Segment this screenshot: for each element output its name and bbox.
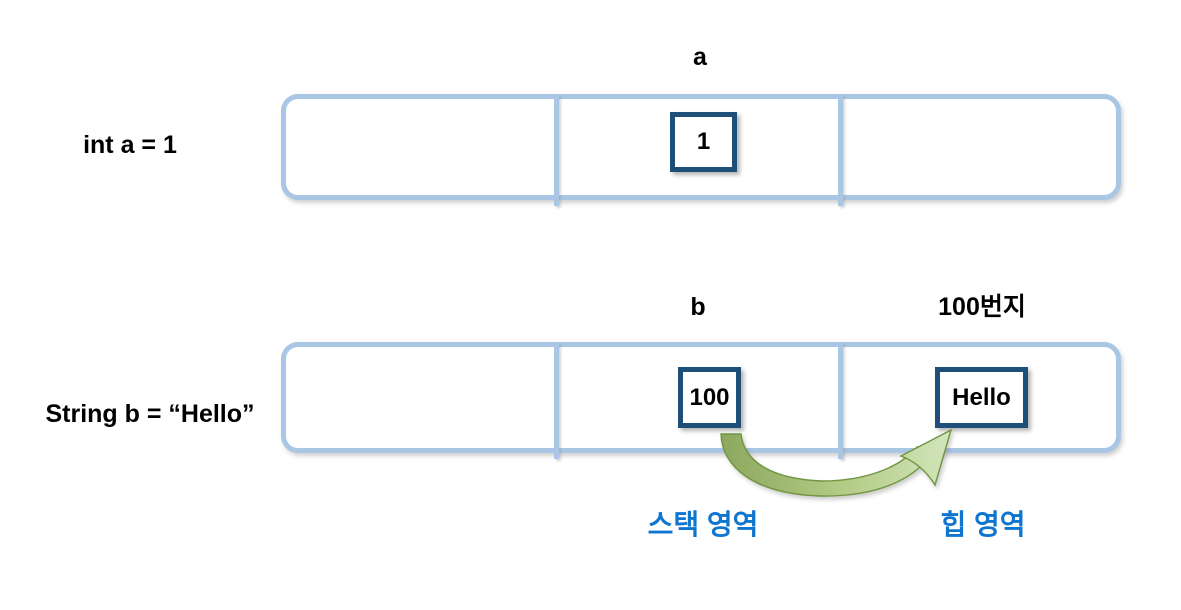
code-label-int-a: int a = 1 (83, 131, 177, 159)
frame-divider (838, 342, 843, 459)
heap-value-box-b: Hello (935, 367, 1028, 428)
stack-value-box-b: 100 (678, 367, 741, 428)
heap-address-label: 100번지 (938, 293, 1026, 321)
variable-name-a: a (693, 43, 707, 71)
stack-value-box-a: 1 (670, 112, 737, 172)
code-label-string-b: String b = “Hello” (45, 400, 255, 428)
frame-divider (554, 94, 559, 206)
heap-area-label: 힙 영역 (940, 509, 1026, 540)
stack-area-label: 스택 영역 (647, 509, 759, 540)
frame-divider (554, 342, 559, 459)
frame-divider (838, 94, 843, 206)
variable-name-b: b (690, 293, 706, 321)
memory-frame-row1 (281, 94, 1121, 200)
